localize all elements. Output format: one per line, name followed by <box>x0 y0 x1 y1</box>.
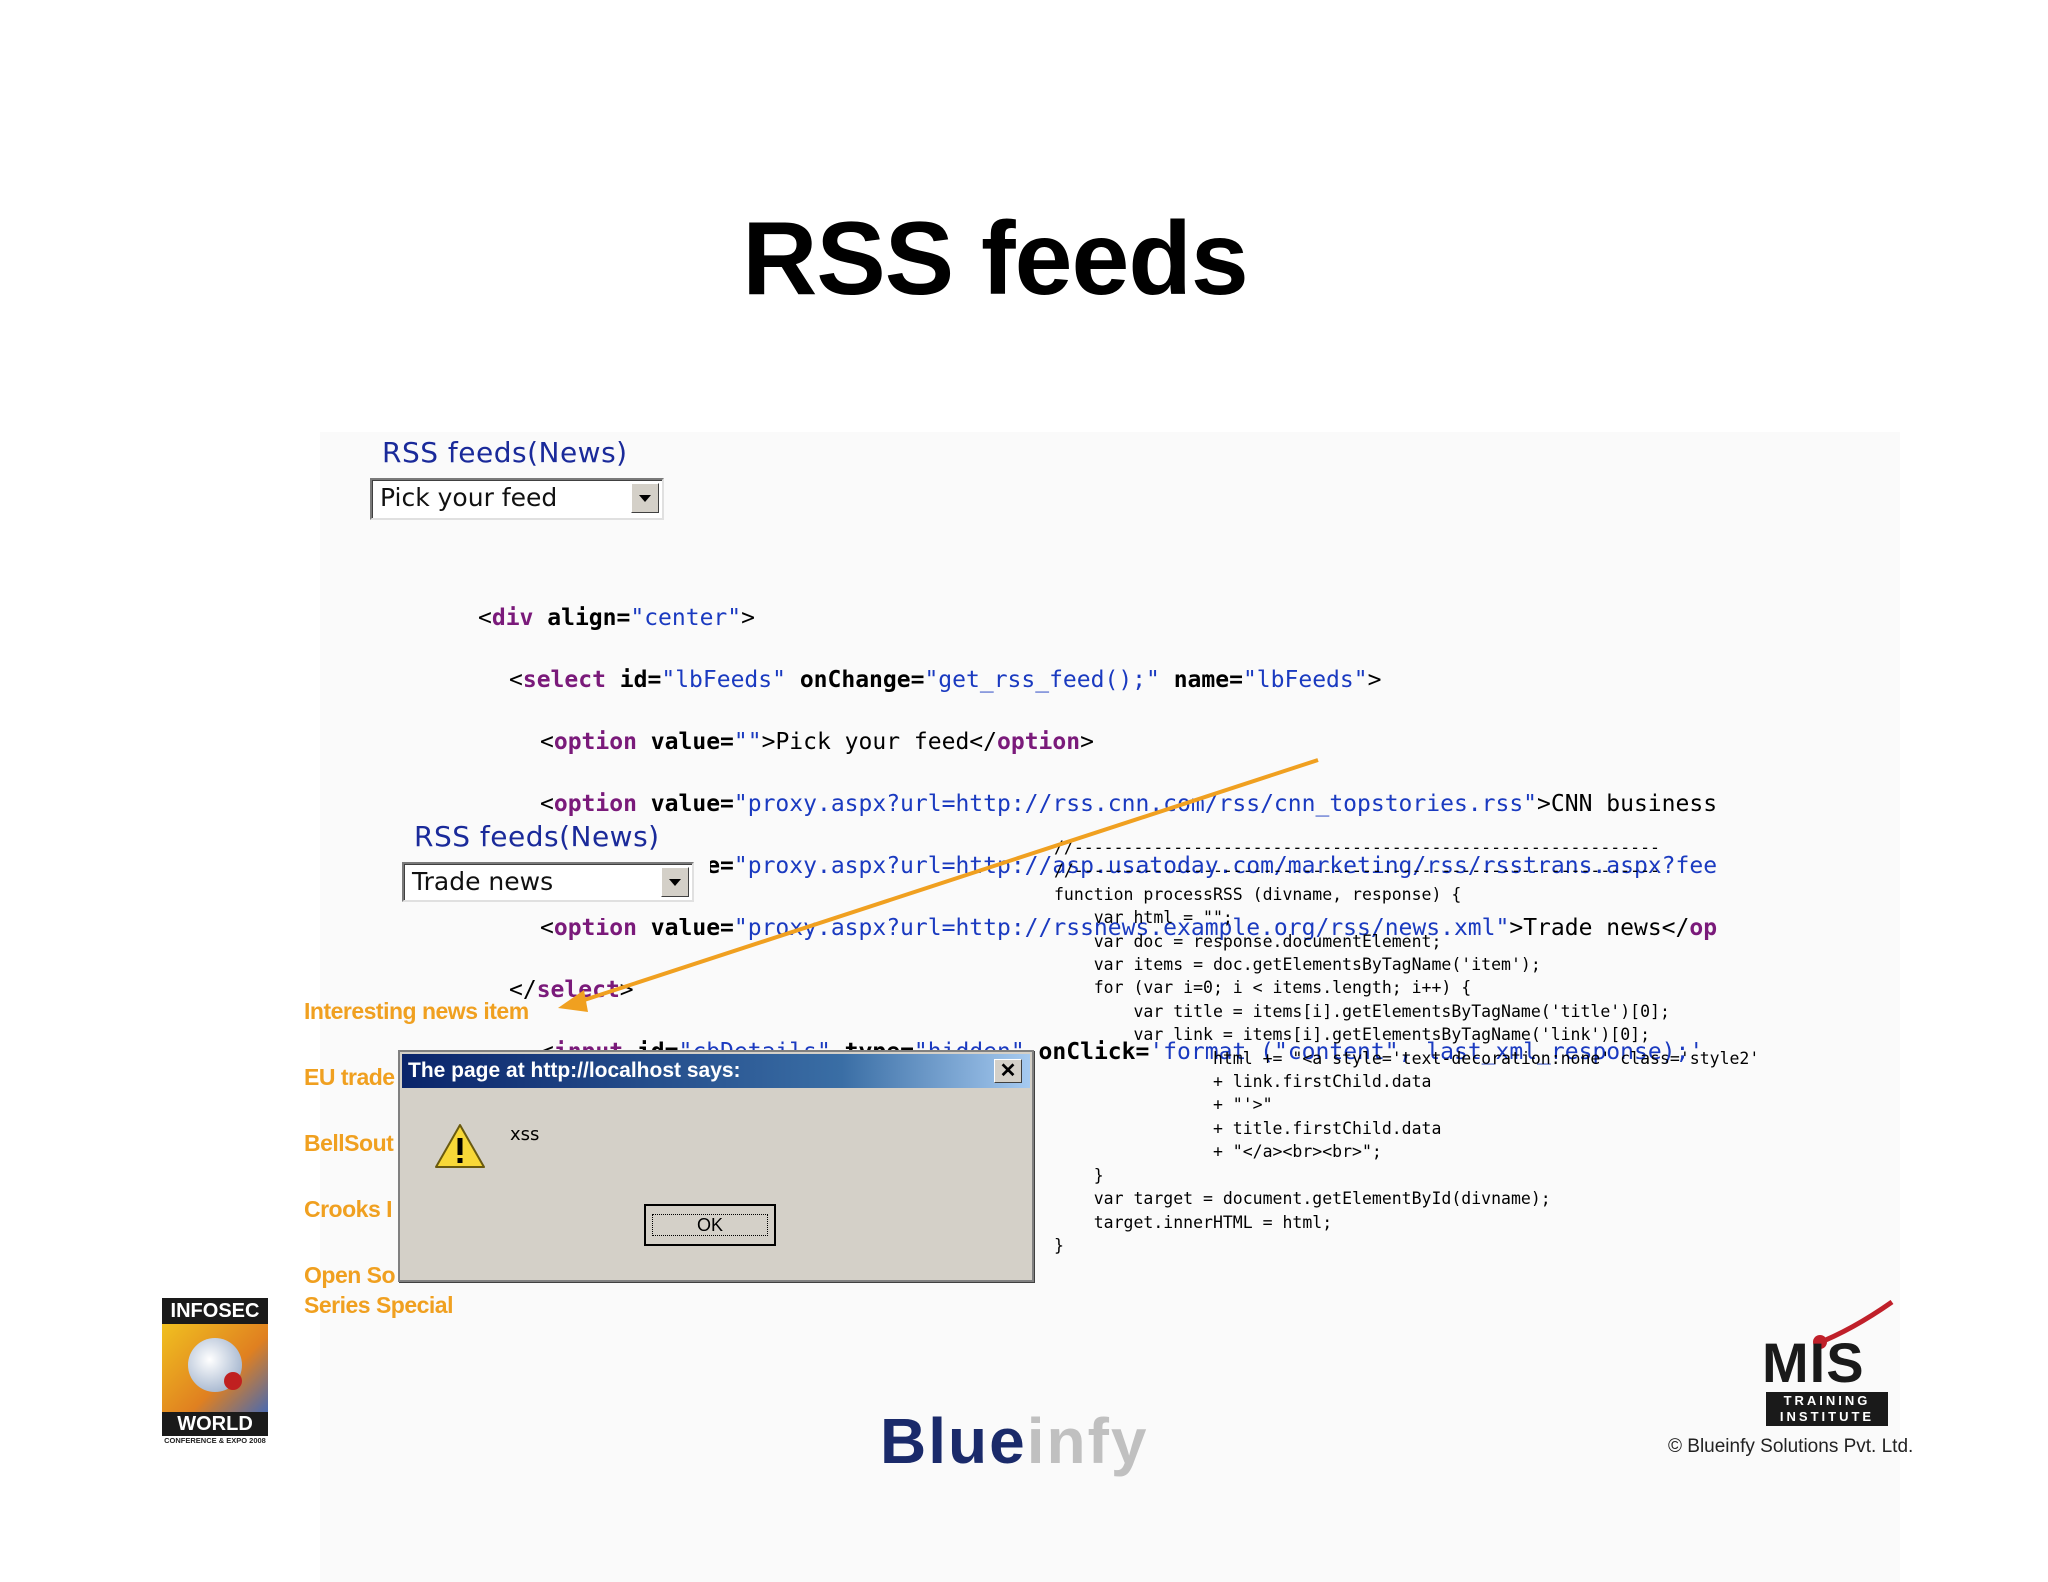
news-item[interactable]: Open So <box>304 1262 396 1288</box>
js-code-block: //--------------------------------------… <box>1054 836 1759 1257</box>
blueinfy-logo: Blueinfy <box>880 1404 1148 1478</box>
feed-select-bottom-value: Trade news <box>412 867 554 896</box>
news-item[interactable]: EU trade <box>304 1064 395 1090</box>
rss-feeds-label-top: RSS feeds(News) <box>382 436 628 469</box>
js-code-line: var target = document.getElementById(div… <box>1054 1189 1551 1209</box>
js-code-line: + link.firstChild.data <box>1054 1072 1432 1092</box>
slide-title: RSS feeds <box>742 201 1248 317</box>
feed-select-top[interactable]: Pick your feed <box>370 478 664 520</box>
ok-button-label: OK <box>651 1214 768 1236</box>
infosec-world-logo: INFOSEC WORLD CONFERENCE & EXPO 2008 <box>162 1298 268 1448</box>
brand-part-gray: infy <box>1026 1405 1149 1477</box>
js-code-line: html += "<a style='text-decoration:none'… <box>1054 1048 1760 1068</box>
js-code-line: var items = doc.getElementsByTagName('it… <box>1054 955 1541 975</box>
js-code-line: + "</a><br><br>"; <box>1054 1142 1382 1162</box>
news-item[interactable]: BellSout <box>304 1130 394 1156</box>
chevron-down-icon[interactable] <box>661 867 689 897</box>
dialog-title: The page at http://localhost says: <box>408 1059 741 1082</box>
swoosh-icon <box>1813 1300 1894 1349</box>
mis-logo-sub1: TRAINING <box>1783 1393 1871 1408</box>
js-code-line: + "'>" <box>1054 1095 1273 1115</box>
code-line: <option value="">Pick your feed</option> <box>540 729 1094 755</box>
infosec-logo-bottom: WORLD <box>162 1412 268 1436</box>
ok-button[interactable]: OK <box>644 1204 776 1246</box>
js-code-line: } <box>1054 1165 1104 1185</box>
chevron-down-icon[interactable] <box>631 483 659 513</box>
copyright-text: © Blueinfy Solutions Pvt. Ltd. <box>1668 1436 1914 1457</box>
js-code-line: var doc = response.documentElement; <box>1054 931 1442 951</box>
feed-select-top-value: Pick your feed <box>380 483 558 512</box>
news-item[interactable]: Series Special <box>304 1292 454 1318</box>
alert-dialog: The page at http://localhost says: ✕ xss… <box>398 1050 1034 1282</box>
mis-logo: MIS TRAINING INSTITUTE <box>1760 1300 1896 1430</box>
code-line: <div align="center"> <box>478 605 755 631</box>
arrow-line <box>571 758 1319 1006</box>
code-line: <select id="lbFeeds" onChange="get_rss_f… <box>509 667 1382 693</box>
code-line: <option value="proxy.aspx?url=http://rss… <box>540 915 1718 941</box>
js-code-line: for (var i=0; i < items.length; i++) { <box>1054 978 1472 998</box>
js-code-line: + title.firstChild.data <box>1054 1118 1442 1138</box>
rss-feeds-label-bottom: RSS feeds(News) <box>414 820 660 853</box>
dialog-message: xss <box>510 1124 540 1145</box>
code-line: <option value="proxy.aspx?url=http://rss… <box>540 791 1718 817</box>
news-item[interactable]: Crooks I <box>304 1196 393 1222</box>
news-item[interactable]: Interesting news item <box>304 998 529 1024</box>
js-code-line: function processRSS (divname, response) … <box>1054 884 1462 904</box>
feed-select-bottom[interactable]: Trade news <box>402 862 694 902</box>
infosec-logo-graphic <box>162 1324 268 1412</box>
js-code-line: } <box>1054 1235 1064 1255</box>
dialog-titlebar[interactable]: The page at http://localhost says: ✕ <box>402 1054 1030 1088</box>
js-code-line: target.innerHTML = html; <box>1054 1212 1333 1232</box>
mis-logo-text: MIS <box>1762 1331 1865 1394</box>
mis-logo-sub2: INSTITUTE <box>1779 1409 1875 1424</box>
close-icon[interactable]: ✕ <box>994 1059 1022 1083</box>
mis-logo-sub-box: TRAINING INSTITUTE <box>1766 1392 1888 1426</box>
js-code-line: //--------------------------------------… <box>1054 861 1660 881</box>
js-code-line: var link = items[i].getElementsByTagName… <box>1054 1025 1651 1045</box>
infosec-logo-top: INFOSEC <box>162 1298 268 1324</box>
js-code-line: var html = ""; <box>1054 908 1233 928</box>
lock-icon <box>224 1372 242 1390</box>
warning-icon <box>435 1124 485 1168</box>
js-code-line: var title = items[i].getElementsByTagNam… <box>1054 1001 1670 1021</box>
js-code-line: //--------------------------------------… <box>1054 838 1660 857</box>
arrow-head <box>558 990 588 1012</box>
infosec-logo-sub: CONFERENCE & EXPO 2008 <box>164 1436 266 1445</box>
brand-part-blue: Blue <box>880 1405 1027 1477</box>
